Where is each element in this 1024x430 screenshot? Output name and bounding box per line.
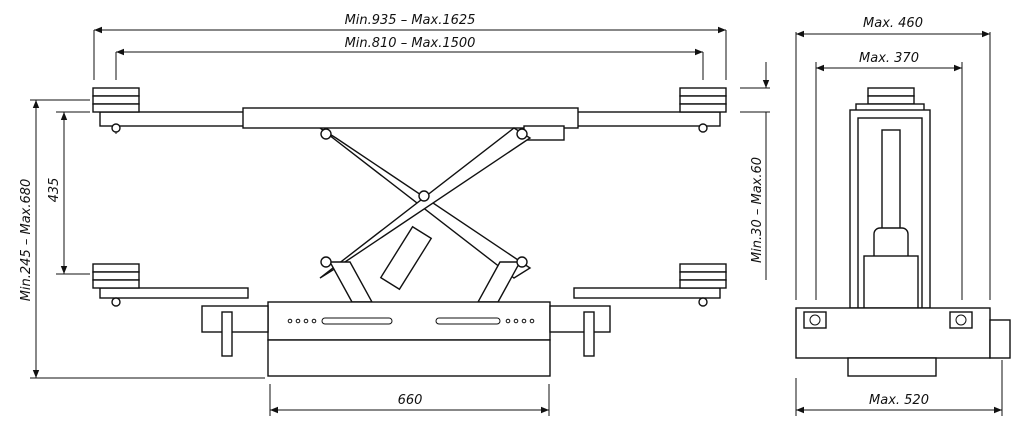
side-view xyxy=(795,87,1011,377)
bottom-right-pad xyxy=(679,263,727,307)
front-view xyxy=(92,87,727,377)
top-center-beam xyxy=(242,107,579,129)
base-frame xyxy=(267,301,551,341)
inner-width-label: Max. 370 xyxy=(859,51,919,66)
side-dimensions xyxy=(795,30,1003,416)
bottom-left-pad xyxy=(92,263,140,307)
pad-span-label: Min.810 – Max.1500 xyxy=(345,36,476,51)
hydraulic-cylinder xyxy=(379,225,433,291)
side-left-roller xyxy=(803,311,827,329)
overall-length-label: Min.935 – Max.1625 xyxy=(345,13,476,28)
right-roller xyxy=(583,311,595,357)
front-dimensions xyxy=(30,26,770,416)
top-width-label: Max. 460 xyxy=(863,16,923,31)
base-width-label: Max. 520 xyxy=(869,393,929,408)
scissor-arms xyxy=(319,127,532,303)
extension-height-label: Min.30 – Max.60 xyxy=(750,157,765,263)
scissor-height-label: 435 xyxy=(47,178,62,203)
base-length-label: 660 xyxy=(398,393,423,408)
height-range-label: Min.245 – Max.680 xyxy=(19,179,34,302)
left-roller xyxy=(221,311,233,357)
side-piston-rod xyxy=(881,129,901,233)
side-handle xyxy=(989,319,1011,359)
bottom-right-arm xyxy=(573,287,721,299)
top-right-pad xyxy=(679,87,727,133)
base-housing xyxy=(267,339,551,377)
side-cylinder-base xyxy=(863,255,919,309)
left-rail-end xyxy=(201,305,269,333)
side-foot xyxy=(847,357,937,377)
top-left-pad xyxy=(92,87,140,134)
bottom-left-arm xyxy=(99,287,249,299)
right-rail-end xyxy=(549,305,611,333)
base-slots xyxy=(287,317,535,325)
side-right-roller xyxy=(949,311,973,329)
